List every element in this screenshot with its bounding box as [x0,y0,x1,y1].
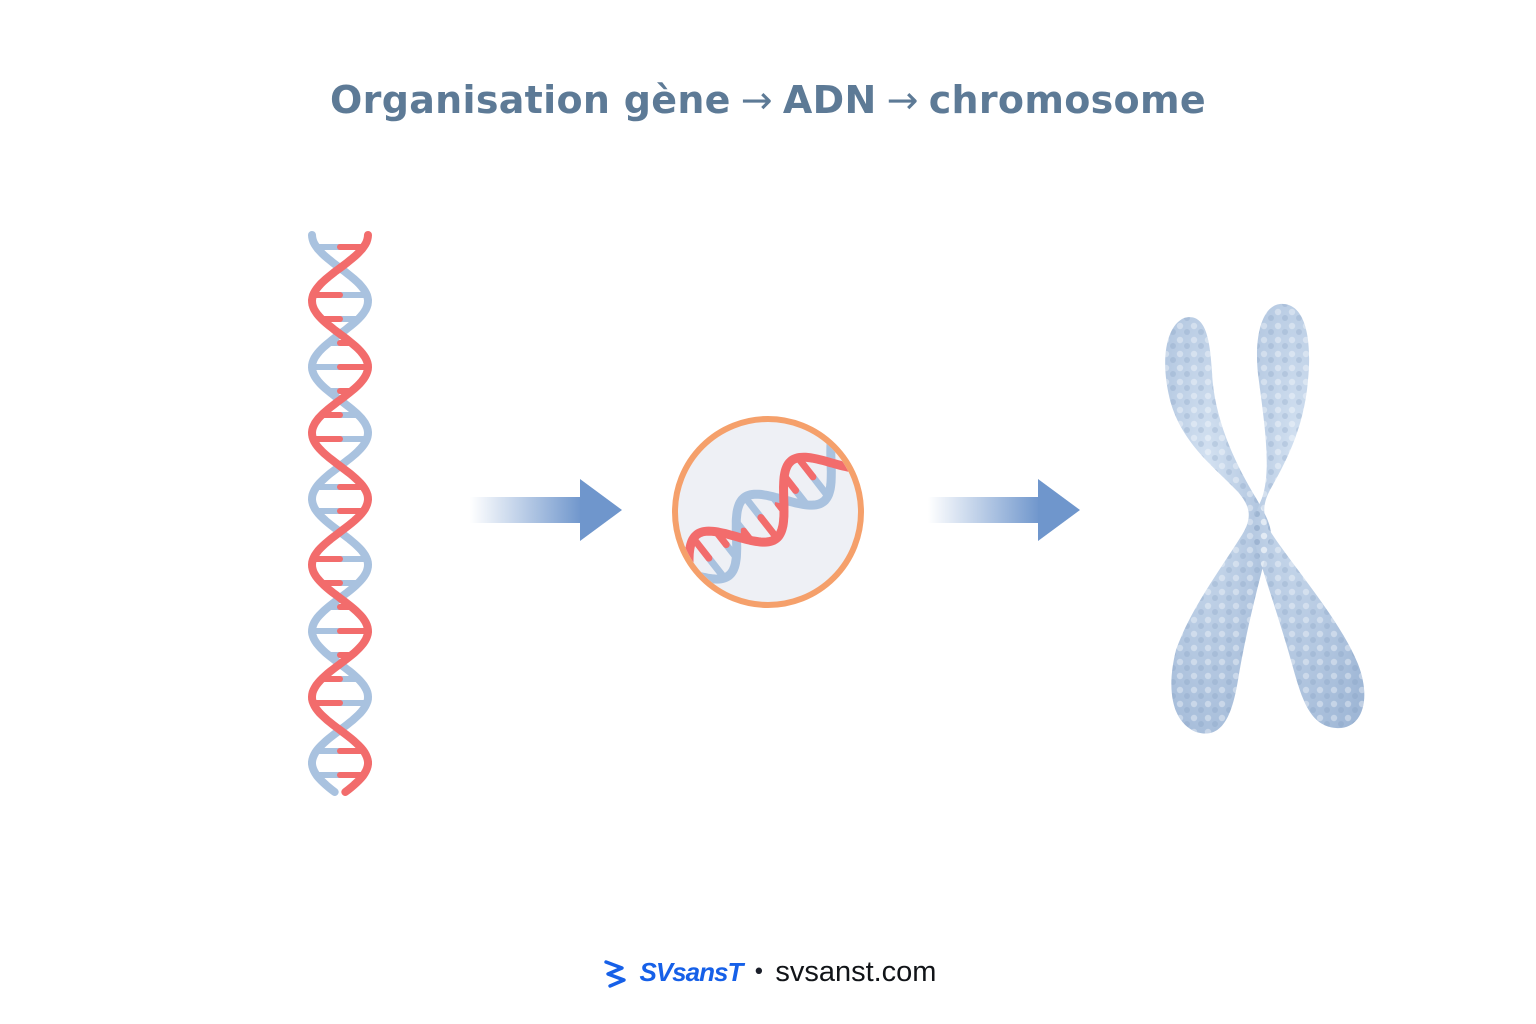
arrow-right-icon [470,479,622,541]
title-chromosome: chromosome [928,78,1206,122]
footer: SVsansT • svsanst.com [0,956,1536,989]
svsanst-logo-icon [603,959,626,988]
title-arrow-2: → [886,78,919,122]
footer-website[interactable]: svsanst.com [775,956,937,988]
base-pair-half [678,581,692,602]
diagram-title: Organisation gène→ADN→chromosome [0,78,1536,122]
title-adn: ADN [782,78,877,122]
base-pair-half [661,568,674,585]
title-gene: Organisation gène [330,78,731,122]
base-pair-half [865,436,877,452]
arrow-right-icon [928,479,1080,541]
dna-zoom-circle-icon [661,416,877,608]
brand-logo-text: SVsansT [639,957,744,987]
base-pair-half [848,422,858,440]
dna-helix-long-icon [307,231,373,796]
chromosome-x-icon [1165,303,1365,734]
footer-separator: • [752,960,766,985]
title-arrow-1: → [740,78,773,122]
